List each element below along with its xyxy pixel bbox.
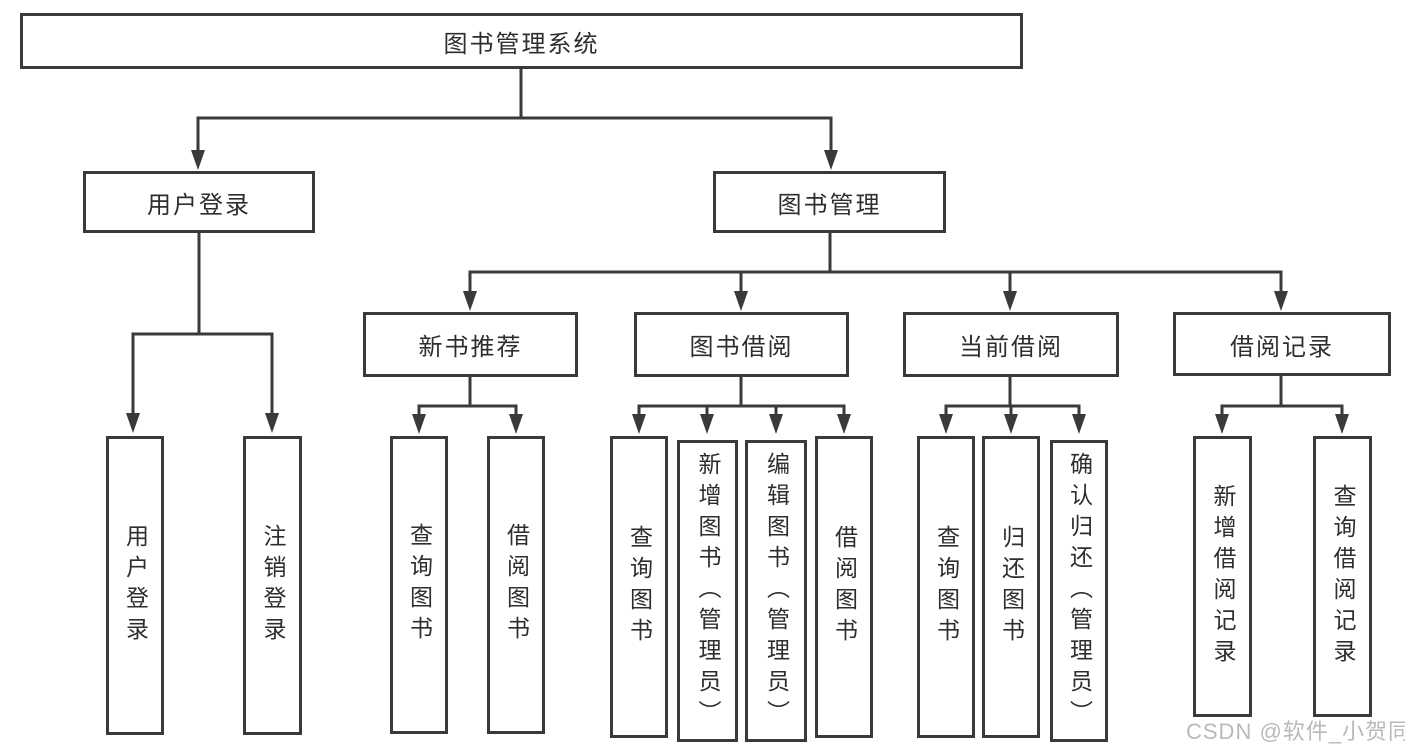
node-book-borrow-label: 图书借阅 [689, 334, 794, 361]
arrow-icon [126, 413, 140, 433]
connector-book-borrow [637, 375, 846, 421]
arrow-icon [191, 150, 205, 170]
node-bb-borrow-book-label: 借阅图书 [831, 525, 858, 649]
arrow-icon [734, 291, 748, 311]
arrow-icon [1215, 414, 1229, 434]
node-ul-logout: 注销登录 [243, 436, 302, 735]
node-nb-borrow-book: 借阅图书 [487, 436, 545, 734]
node-book-borrow: 图书借阅 [634, 312, 849, 377]
node-br-query-record-label: 查询借阅记录 [1330, 483, 1356, 670]
node-book-mgmt-label: 图书管理 [777, 191, 882, 219]
node-cb-confirm-return-admin-label: 确认归还（管理员） [1066, 451, 1093, 731]
arrow-icon [837, 414, 851, 434]
arrow-icon [769, 414, 783, 434]
connector-current-borrow [944, 375, 1081, 421]
node-nb-borrow-book-label: 借阅图书 [503, 523, 530, 647]
arrow-icon [700, 414, 714, 434]
connector-root [196, 66, 833, 156]
arrow-icon [1004, 414, 1018, 434]
node-bb-edit-book-admin: 编辑图书（管理员） [745, 440, 807, 742]
node-root: 图书管理系统 [20, 13, 1023, 69]
node-nb-query-book: 查询图书 [390, 436, 448, 734]
watermark-text: CSDN @软件_小贺同学 [1186, 719, 1405, 744]
arrow-icon [463, 291, 477, 311]
node-current-borrow: 当前借阅 [903, 312, 1119, 377]
arrowheads [126, 150, 1349, 434]
node-cb-return-book-label: 归还图书 [998, 525, 1025, 649]
node-bb-query-book: 查询图书 [610, 436, 668, 738]
connector-borrow-record [1220, 375, 1344, 421]
node-current-borrow-label: 当前借阅 [959, 334, 1063, 361]
node-ul-user-login: 用户登录 [106, 436, 164, 735]
node-user-login: 用户登录 [83, 171, 315, 233]
arrow-icon [632, 414, 646, 434]
node-book-mgmt: 图书管理 [713, 171, 946, 233]
connector-user-login [131, 231, 274, 420]
node-br-add-record-label: 新增借阅记录 [1210, 483, 1236, 670]
arrow-icon [1274, 291, 1288, 311]
node-user-login-label: 用户登录 [147, 191, 251, 219]
node-bb-query-book-label: 查询图书 [626, 525, 653, 649]
node-ul-user-login-label: 用户登录 [122, 523, 149, 648]
node-br-query-record: 查询借阅记录 [1313, 436, 1372, 717]
connector-book-mgmt [468, 231, 1283, 298]
arrow-icon [939, 414, 953, 434]
node-cb-query-book: 查询图书 [917, 436, 975, 738]
arrow-icon [824, 150, 838, 170]
arrow-icon [412, 414, 426, 434]
node-nb-query-book-label: 查询图书 [406, 523, 433, 647]
node-cb-query-book-label: 查询图书 [933, 525, 960, 649]
node-bb-borrow-book: 借阅图书 [815, 436, 873, 738]
arrow-icon [1335, 414, 1349, 434]
node-borrow-record: 借阅记录 [1173, 312, 1391, 376]
node-ul-logout-label: 注销登录 [260, 523, 286, 648]
arrow-icon [265, 413, 279, 433]
node-bb-add-book-admin: 新增图书（管理员） [677, 440, 738, 742]
arrow-icon [509, 414, 523, 434]
node-new-book-rec-label: 新书推荐 [418, 334, 523, 361]
node-cb-confirm-return-admin: 确认归还（管理员） [1050, 440, 1108, 742]
node-br-add-record: 新增借阅记录 [1193, 436, 1252, 717]
node-borrow-record-label: 借阅记录 [1230, 333, 1334, 361]
node-cb-return-book: 归还图书 [982, 436, 1040, 738]
connector-new-book [417, 375, 518, 421]
node-bb-add-book-admin-label: 新增图书（管理员） [695, 451, 721, 731]
node-new-book-rec: 新书推荐 [363, 312, 578, 377]
node-root-label: 图书管理系统 [443, 30, 600, 58]
node-bb-edit-book-admin-label: 编辑图书（管理员） [763, 451, 790, 731]
arrow-icon [1072, 414, 1086, 434]
arrow-icon [1003, 291, 1017, 311]
